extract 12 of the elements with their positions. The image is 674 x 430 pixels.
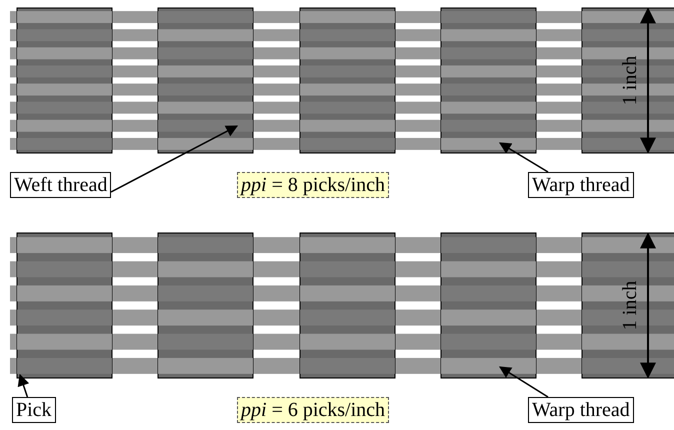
leader-line: [498, 142, 548, 173]
note-box: ppi = 6 picks/inch: [237, 397, 390, 423]
leader-line: [18, 374, 30, 398]
leader-line: [498, 366, 548, 398]
label-box: Warp thread: [528, 172, 634, 198]
dimension-label: 1 inch: [618, 56, 642, 106]
leader-line: [110, 125, 238, 193]
label-box: Pick: [12, 397, 56, 423]
note-box: ppi = 8 picks/inch: [237, 172, 390, 198]
dimension-label: 1 inch: [618, 280, 642, 330]
label-box: Warp thread: [528, 397, 634, 423]
label-box: Weft thread: [10, 172, 112, 198]
